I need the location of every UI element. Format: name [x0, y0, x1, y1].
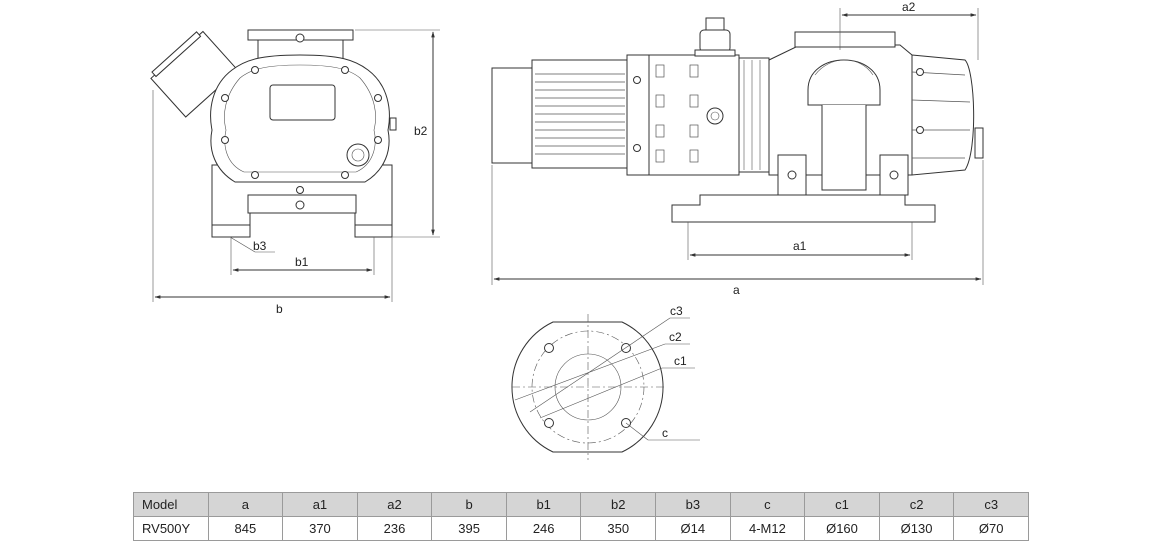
- cell-model: RV500Y: [133, 516, 209, 541]
- header-model: Model: [133, 492, 209, 517]
- cell-b: 395: [431, 516, 507, 541]
- dim-label-c1: c1: [674, 354, 687, 368]
- dim-label-c: c: [662, 426, 668, 440]
- dim-label-a2: a2: [902, 0, 916, 14]
- cell-c3: Ø70: [953, 516, 1029, 541]
- header-b: b: [431, 492, 507, 517]
- cell-c2: Ø130: [878, 516, 955, 541]
- header-b3: b3: [655, 492, 731, 517]
- dim-label-b3: b3: [253, 239, 267, 253]
- dim-label-a1: a1: [793, 239, 807, 253]
- header-b1: b1: [505, 492, 582, 517]
- dim-label-c2: c2: [669, 330, 682, 344]
- dim-label-b1: b1: [295, 255, 309, 269]
- header-c3: c3: [953, 492, 1029, 517]
- dim-label-b: b: [276, 302, 283, 316]
- header-b2: b2: [580, 492, 657, 517]
- table-row: RV500Y 845 370 236 395 246 350 Ø14 4-M12…: [133, 516, 1029, 541]
- cell-a: 845: [207, 516, 284, 541]
- dim-label-b2: b2: [414, 124, 428, 138]
- cell-a2: 236: [356, 516, 433, 541]
- header-a2: a2: [356, 492, 433, 517]
- header-a: a: [207, 492, 284, 517]
- table-header-row: Model a a1 a2 b b1 b2 b3 c c1 c2 c3: [133, 492, 1029, 517]
- cell-a1: 370: [282, 516, 358, 541]
- dim-label-a: a: [733, 283, 740, 297]
- spec-table: Model a a1 a2 b b1 b2 b3 c c1 c2 c3 RV50…: [133, 492, 1029, 541]
- cell-b2: 350: [580, 516, 657, 541]
- cell-c: 4-M12: [729, 516, 806, 541]
- side-view: [150, 29, 397, 238]
- header-a1: a1: [282, 492, 358, 517]
- cell-b1: 246: [505, 516, 582, 541]
- technical-drawing: b2 b3 b1 b: [150, 0, 984, 460]
- front-view: [491, 17, 984, 223]
- cell-b3: Ø14: [655, 516, 731, 541]
- header-c: c: [729, 492, 806, 517]
- cell-c1: Ø160: [804, 516, 880, 541]
- header-c1: c1: [804, 492, 880, 517]
- flange-view: [511, 314, 700, 460]
- dim-label-c3: c3: [670, 304, 683, 318]
- header-c2: c2: [878, 492, 955, 517]
